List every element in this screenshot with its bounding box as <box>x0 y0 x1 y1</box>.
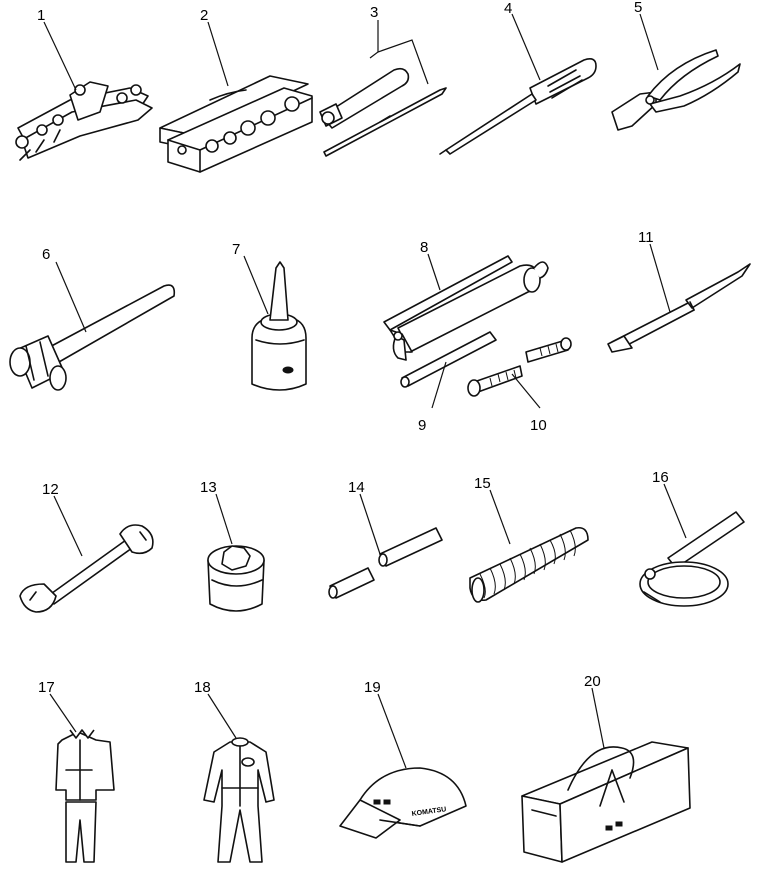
item-3-screwdriver-set <box>319 67 447 157</box>
item-16-filter-wrench <box>639 511 745 607</box>
callout-20: 20 <box>584 673 601 690</box>
leader-6 <box>55 261 87 333</box>
callout-10: 10 <box>530 417 547 434</box>
leader-11 <box>649 243 671 313</box>
leader-15 <box>489 489 511 545</box>
item-14-pins <box>328 527 443 599</box>
callout-8: 8 <box>420 239 428 256</box>
leader-19 <box>377 693 407 769</box>
leader-18 <box>207 693 237 739</box>
callout-5: 5 <box>634 0 642 16</box>
leader-1 <box>43 21 77 91</box>
item-10-nozzles <box>467 337 572 397</box>
item-11-pry-bar <box>607 263 751 353</box>
leader-20 <box>591 687 605 749</box>
item-7-oil-can <box>251 261 307 391</box>
leader-7 <box>243 255 269 315</box>
leader-12 <box>53 495 83 557</box>
leader-17 <box>49 693 77 733</box>
item-8-grease-gun <box>383 255 549 361</box>
item-15-spring <box>469 526 589 603</box>
leader-5 <box>639 13 659 71</box>
callout-18: 18 <box>194 679 211 696</box>
leader-4 <box>511 13 541 81</box>
callout-13: 13 <box>200 479 217 496</box>
callout-4: 4 <box>504 0 512 17</box>
callout-3: 3 <box>370 4 378 21</box>
callout-7: 7 <box>232 241 240 258</box>
callout-9: 9 <box>418 417 426 434</box>
leader-16 <box>663 483 687 539</box>
callout-19: 19 <box>364 679 381 696</box>
cap-brand-label: KOMATSU <box>411 806 447 818</box>
item-13-socket <box>207 545 265 612</box>
callout-16: 16 <box>652 469 669 486</box>
item-5-pliers <box>611 49 741 131</box>
callout-14: 14 <box>348 479 365 496</box>
leader-14 <box>359 493 381 555</box>
callout-2: 2 <box>200 7 208 24</box>
item-18-coveralls <box>203 737 275 863</box>
callout-12: 12 <box>42 481 59 498</box>
callout-1: 1 <box>37 7 45 24</box>
leader-8 <box>427 253 441 291</box>
callout-17: 17 <box>38 679 55 696</box>
item-6-hammer <box>9 284 176 391</box>
item-19-cap: KOMATSU <box>339 767 467 839</box>
item-9-extension-tube <box>400 331 497 388</box>
callout-11: 11 <box>638 229 654 246</box>
callout-15: 15 <box>474 475 491 492</box>
leader-3 <box>369 20 429 85</box>
leader-2 <box>207 21 229 87</box>
item-2-socket-set-case <box>159 75 313 173</box>
callout-6: 6 <box>42 246 50 263</box>
item-1-wrench-set <box>15 81 153 161</box>
leader-13 <box>215 493 233 545</box>
leader-9 <box>431 361 447 409</box>
item-17-work-uniform <box>55 729 115 863</box>
item-4-screwdriver <box>439 58 597 155</box>
item-20-tool-bag <box>521 741 691 863</box>
item-12-open-end-wrench <box>19 524 154 613</box>
leader-10 <box>511 373 541 409</box>
